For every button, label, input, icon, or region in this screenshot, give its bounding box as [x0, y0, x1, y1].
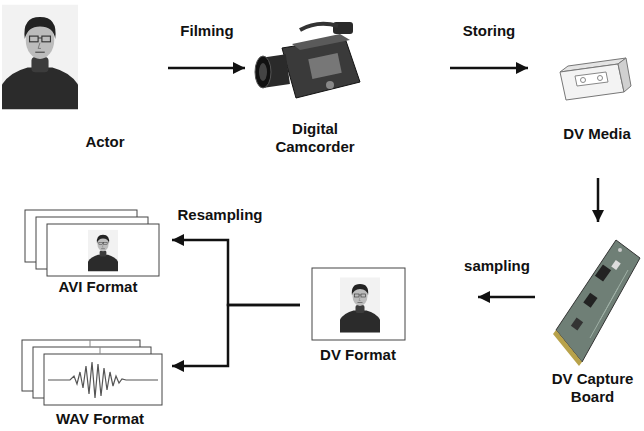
node-caption: Actor [85, 133, 124, 151]
node-caption: DV Format [320, 346, 396, 364]
flow-arrow [168, 67, 245, 70]
edge-label: Filming [178, 22, 235, 40]
edge-label: Resampling [175, 206, 264, 224]
wav-frames-icon [22, 340, 162, 405]
flow-arrow [450, 67, 528, 70]
node-caption: DV Capture Board [545, 370, 640, 406]
flow-arrow [172, 240, 300, 305]
avi-format-node: AVI Format [10, 205, 172, 300]
node-caption: DV Media [563, 125, 631, 143]
node-caption: AVI Format [59, 278, 138, 296]
media-node: DV Media [528, 40, 642, 178]
capture-board-node: DV Capture Board [535, 222, 642, 422]
actor-photo [2, 5, 78, 110]
capture-board-icon [553, 240, 640, 366]
avi-frames-icon [25, 210, 159, 276]
dv-frame-icon [312, 268, 405, 340]
node-caption: Digital Camcorder [265, 120, 365, 156]
edge-label: sampling [462, 257, 532, 275]
flow-arrow [597, 178, 600, 222]
wav-format-node: WAV Format [10, 330, 172, 430]
actor-node: Actor [0, 0, 168, 160]
flow-arrow [172, 305, 300, 366]
node-caption: WAV Format [56, 410, 144, 428]
camcorder-node: Digital Camcorder [245, 10, 450, 170]
dv-format-node: DV Format [300, 258, 478, 368]
dv-cassette-icon [560, 58, 631, 100]
edge-label: Storing [461, 22, 518, 40]
camcorder-icon [255, 22, 360, 98]
flow-arrow [478, 296, 535, 299]
